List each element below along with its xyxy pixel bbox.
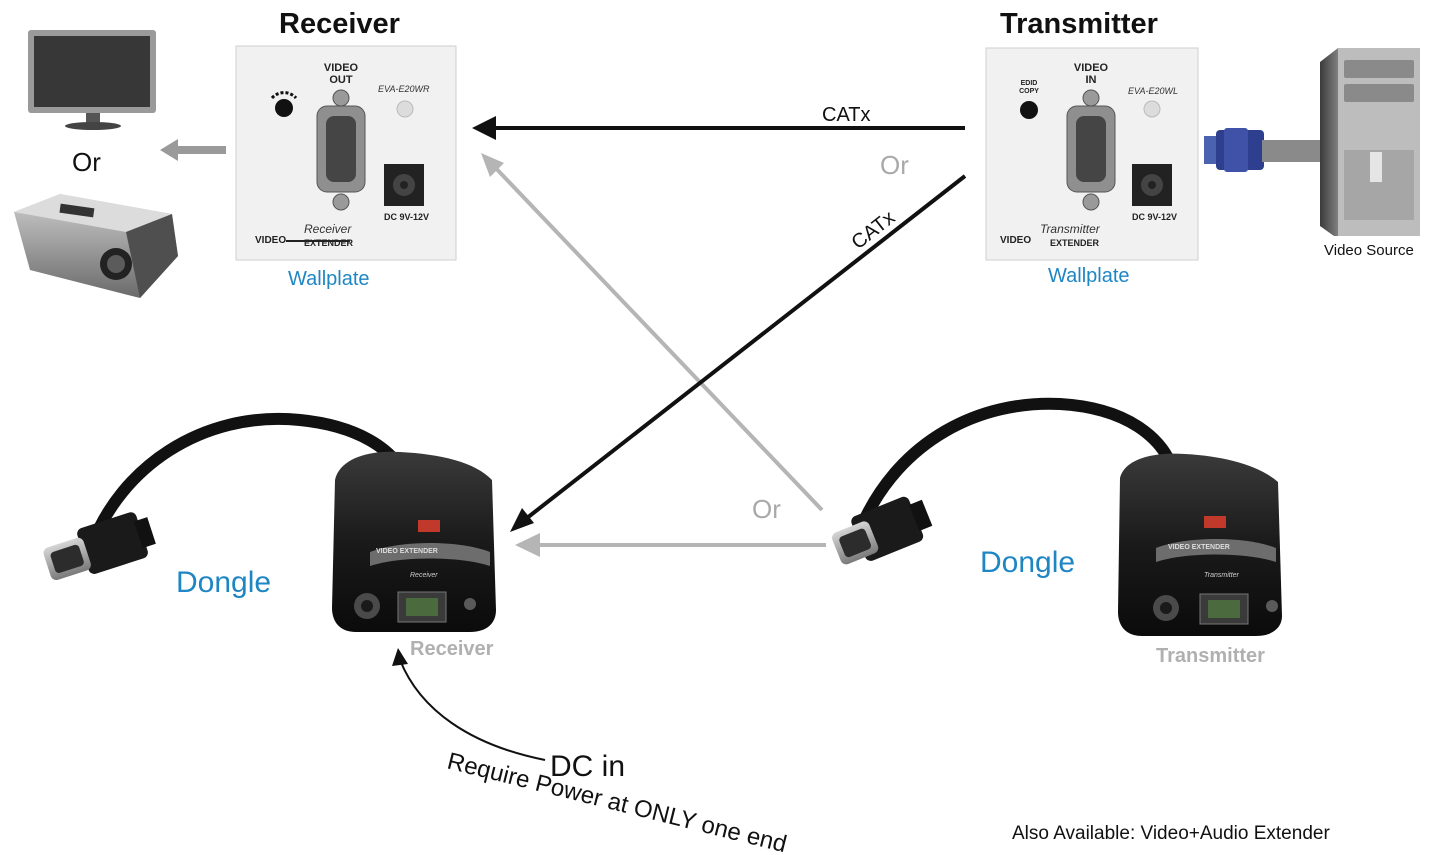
grey-diagonal-arrow <box>486 158 824 512</box>
receiver-plate-dc: DC 9V-12V <box>384 212 430 222</box>
transmitter-plate-edid1: EDID <box>1020 80 1038 87</box>
dongle-left-brand2: EXTENDER <box>399 548 438 555</box>
dc-in-arrow <box>399 659 546 761</box>
dongle-left-sub: Receiver <box>410 638 494 660</box>
receiver-plate-script: Receiver <box>304 222 352 236</box>
dongle-right-brand2: EXTENDER <box>1191 544 1230 551</box>
also-available-note: Also Available: Video+Audio Extender <box>1012 823 1330 844</box>
transmitter-plate-edid2: COPY <box>1019 88 1039 95</box>
transmitter-plate-edid: EDID COPY <box>1016 80 1042 96</box>
or-upper-label: Or <box>880 150 909 180</box>
transmitter-plate-title: VIDEO IN <box>1066 62 1116 86</box>
dc-in-label: DC in <box>550 750 626 783</box>
dongle-right-port-label: Transmitter <box>1204 572 1239 579</box>
receiver-plate-title-line1: VIDEO <box>323 62 359 74</box>
display-or-label: Or <box>72 147 101 177</box>
transmitter-wallplate <box>985 47 1199 261</box>
receiver-plate-model: EVA-E20WR <box>378 84 430 94</box>
dongle-left-label-brand: VIDEO EXTENDER <box>376 548 438 555</box>
transmitter-plate-dc: DC 9V-12V <box>1132 212 1178 222</box>
transmitter-plate-brand1: VIDEO <box>1000 235 1032 246</box>
dongle-right-brand1: VIDEO <box>1168 544 1190 551</box>
transmitter-plate-model: EVA-E20WL <box>1128 86 1179 96</box>
dongle-right-label-brand: VIDEO EXTENDER <box>1168 544 1230 551</box>
or-lower-label: Or <box>752 494 781 524</box>
receiver-plate-brand1: VIDEO <box>255 235 287 246</box>
dongle-right-title: Dongle <box>980 546 1076 579</box>
dongle-receiver-device <box>43 412 496 632</box>
receiver-plate-brand2: EXTENDER <box>304 238 354 248</box>
receiver-plate-title: VIDEO OUT <box>316 62 366 86</box>
dongle-right-sub: Transmitter <box>1156 645 1265 667</box>
vga-cable-icon <box>1204 128 1320 172</box>
catx-arrow-diagonal <box>516 174 967 527</box>
projector-icon <box>14 194 178 298</box>
transmitter-plate-title-line1: VIDEO <box>1073 62 1109 74</box>
catx-top-label: CATx <box>822 104 871 126</box>
dongle-left-brand1: VIDEO <box>376 548 398 555</box>
receiver-header: Receiver <box>279 8 400 40</box>
monitor-icon <box>28 30 156 130</box>
receiver-plate-title-line2: OUT <box>329 74 353 86</box>
dongle-transmitter-device <box>832 397 1282 636</box>
transmitter-plate-title-line2: IN <box>1085 74 1097 86</box>
transmitter-header: Transmitter <box>1000 8 1158 40</box>
receiver-wallplate-label: Wallplate <box>288 268 370 290</box>
dongle-left-port-label: Receiver <box>410 572 438 579</box>
video-source-label: Video Source <box>1324 242 1414 259</box>
transmitter-plate-script: Transmitter <box>1040 222 1100 236</box>
transmitter-wallplate-label: Wallplate <box>1048 265 1130 287</box>
computer-tower-icon <box>1320 48 1420 236</box>
dongle-left-title: Dongle <box>176 566 272 599</box>
transmitter-plate-brand2: EXTENDER <box>1050 238 1100 248</box>
receiver-wallplate <box>235 45 457 261</box>
